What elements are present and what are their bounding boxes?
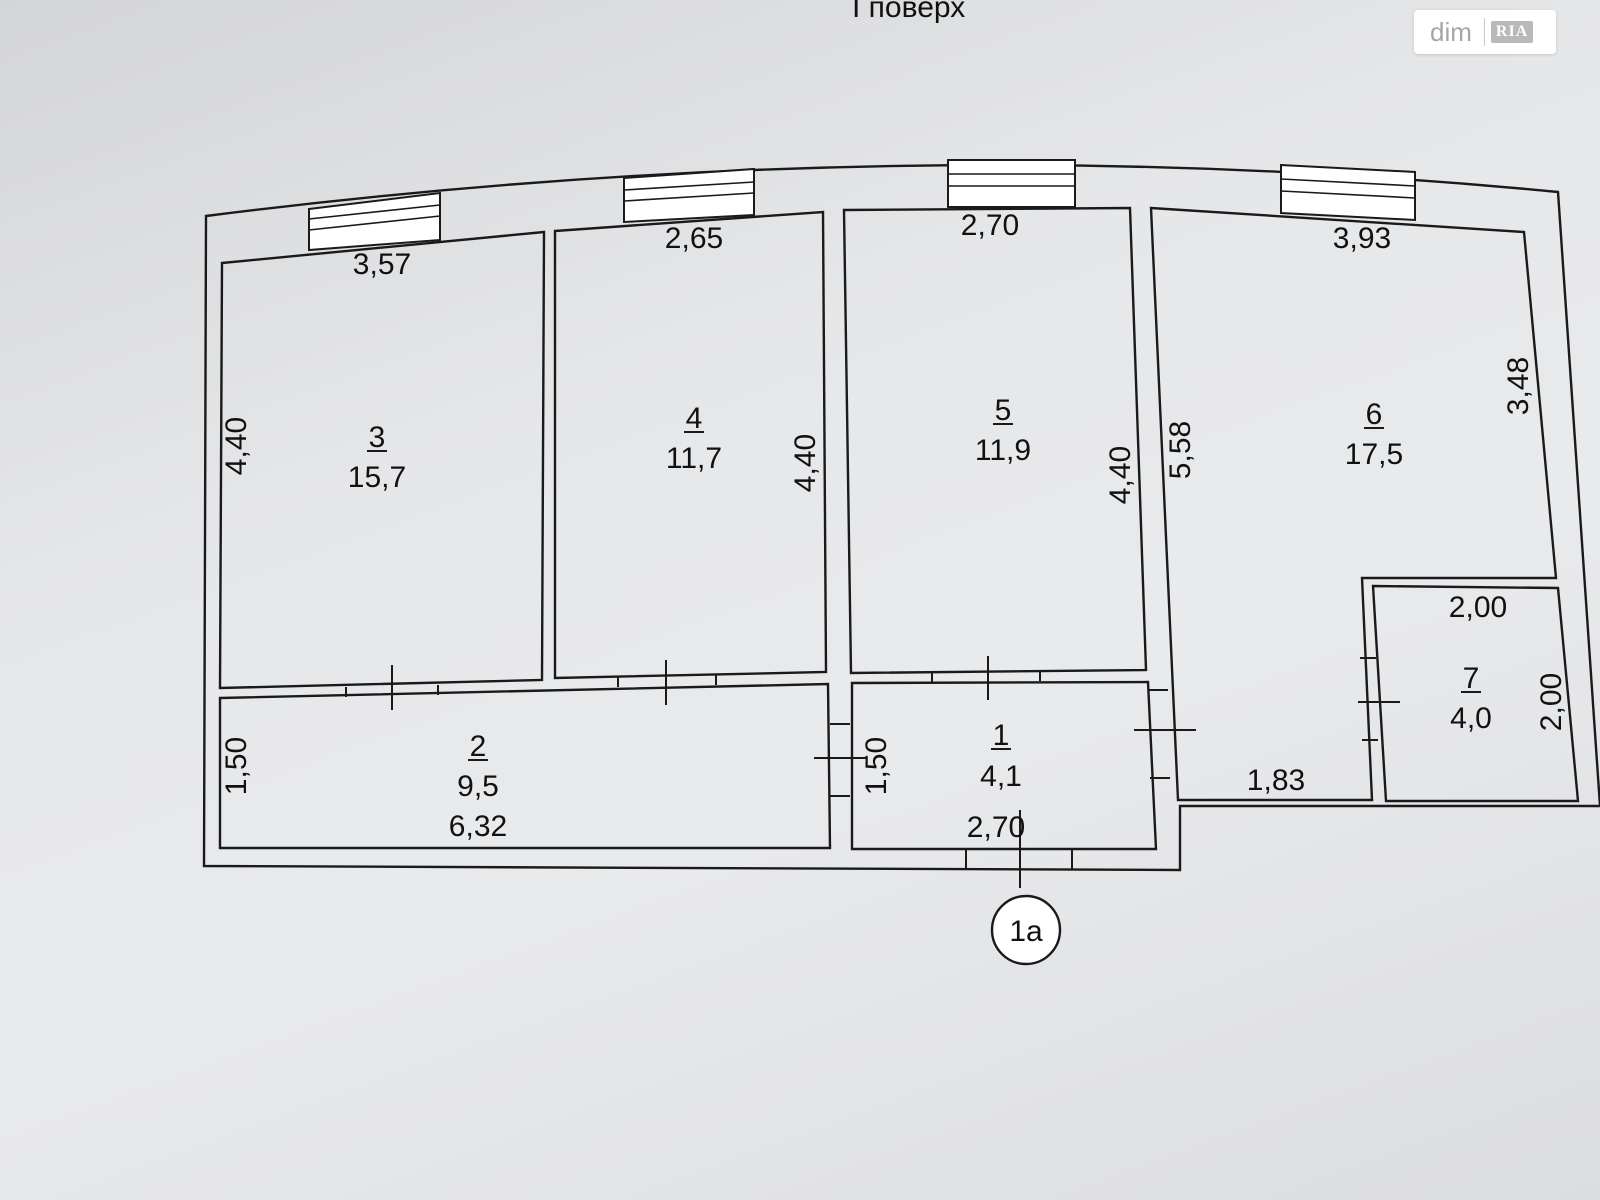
dim-room6-bottom-width: 1,83 bbox=[1247, 764, 1305, 797]
room-6-area: 17,5 bbox=[1345, 438, 1403, 471]
entrance-marker bbox=[990, 894, 1062, 966]
room-3-outline bbox=[218, 230, 546, 690]
dim-room3-width: 3,57 bbox=[353, 248, 411, 281]
dim-room6-width: 3,93 bbox=[1333, 222, 1391, 255]
entrance-label: 1а bbox=[1009, 915, 1043, 948]
door-room-3 bbox=[345, 665, 439, 710]
door-room-1 bbox=[1134, 689, 1196, 779]
dim-room4-height: 4,40 bbox=[789, 434, 822, 492]
entrance-door bbox=[965, 810, 1073, 888]
room-2-area: 9,5 bbox=[457, 770, 499, 803]
room-7-area: 4,0 bbox=[1450, 702, 1492, 735]
outer-wall bbox=[202, 163, 1600, 872]
room-5-area: 11,9 bbox=[975, 434, 1031, 467]
room-2-outline bbox=[218, 682, 832, 850]
window-room-5 bbox=[947, 159, 1076, 208]
watermark-logo: dim RIA bbox=[1414, 10, 1556, 54]
dim-room2-height: 1,50 bbox=[220, 737, 253, 795]
dim-room4-width: 2,65 bbox=[665, 222, 723, 255]
window-room-4 bbox=[623, 167, 755, 224]
room-4-outline bbox=[553, 210, 828, 680]
window-room-3 bbox=[308, 191, 441, 252]
door-room-5 bbox=[931, 656, 1041, 700]
door-room-4 bbox=[617, 660, 717, 705]
dim-room1-width: 2,70 bbox=[967, 811, 1025, 844]
watermark-divider bbox=[1483, 18, 1485, 46]
room-4-number: 4 bbox=[686, 402, 703, 435]
dim-room6-right-height: 3,48 bbox=[1502, 357, 1535, 415]
dim-room5-width: 2,70 bbox=[961, 209, 1019, 242]
dim-room7-height: 2,00 bbox=[1535, 673, 1568, 731]
dim-room7-width: 2,00 bbox=[1449, 591, 1507, 624]
room-3-number: 3 bbox=[369, 421, 386, 454]
room-2-number: 2 bbox=[470, 730, 487, 763]
room-7-outline bbox=[1371, 584, 1580, 803]
room-6-outline bbox=[1149, 206, 1558, 802]
door-room-2 bbox=[814, 723, 866, 797]
room-6-number: 6 bbox=[1366, 398, 1383, 431]
dim-room1-height: 1,50 bbox=[860, 737, 893, 795]
watermark-brand: dim bbox=[1430, 16, 1472, 47]
floor-title: І поверх bbox=[852, 0, 965, 24]
room-5-number: 5 bbox=[995, 394, 1012, 427]
room-1-area: 4,1 bbox=[980, 760, 1022, 793]
dim-room5-height: 4,40 bbox=[1104, 446, 1137, 504]
dim-room3-height: 4,40 bbox=[220, 417, 253, 475]
dim-room2-width: 6,32 bbox=[449, 810, 507, 843]
watermark-sub: RIA bbox=[1490, 21, 1534, 43]
room-1-outline bbox=[850, 680, 1158, 851]
room-5-outline bbox=[842, 206, 1148, 675]
room-1-number: 1 bbox=[993, 719, 1010, 752]
dim-room6-left-height: 5,58 bbox=[1164, 421, 1197, 479]
window-room-6 bbox=[1280, 163, 1416, 222]
room-3-area: 15,7 bbox=[348, 461, 406, 494]
room-4-area: 11,7 bbox=[666, 442, 722, 475]
door-room-7 bbox=[1358, 657, 1400, 741]
room-7-number: 7 bbox=[1463, 662, 1480, 695]
